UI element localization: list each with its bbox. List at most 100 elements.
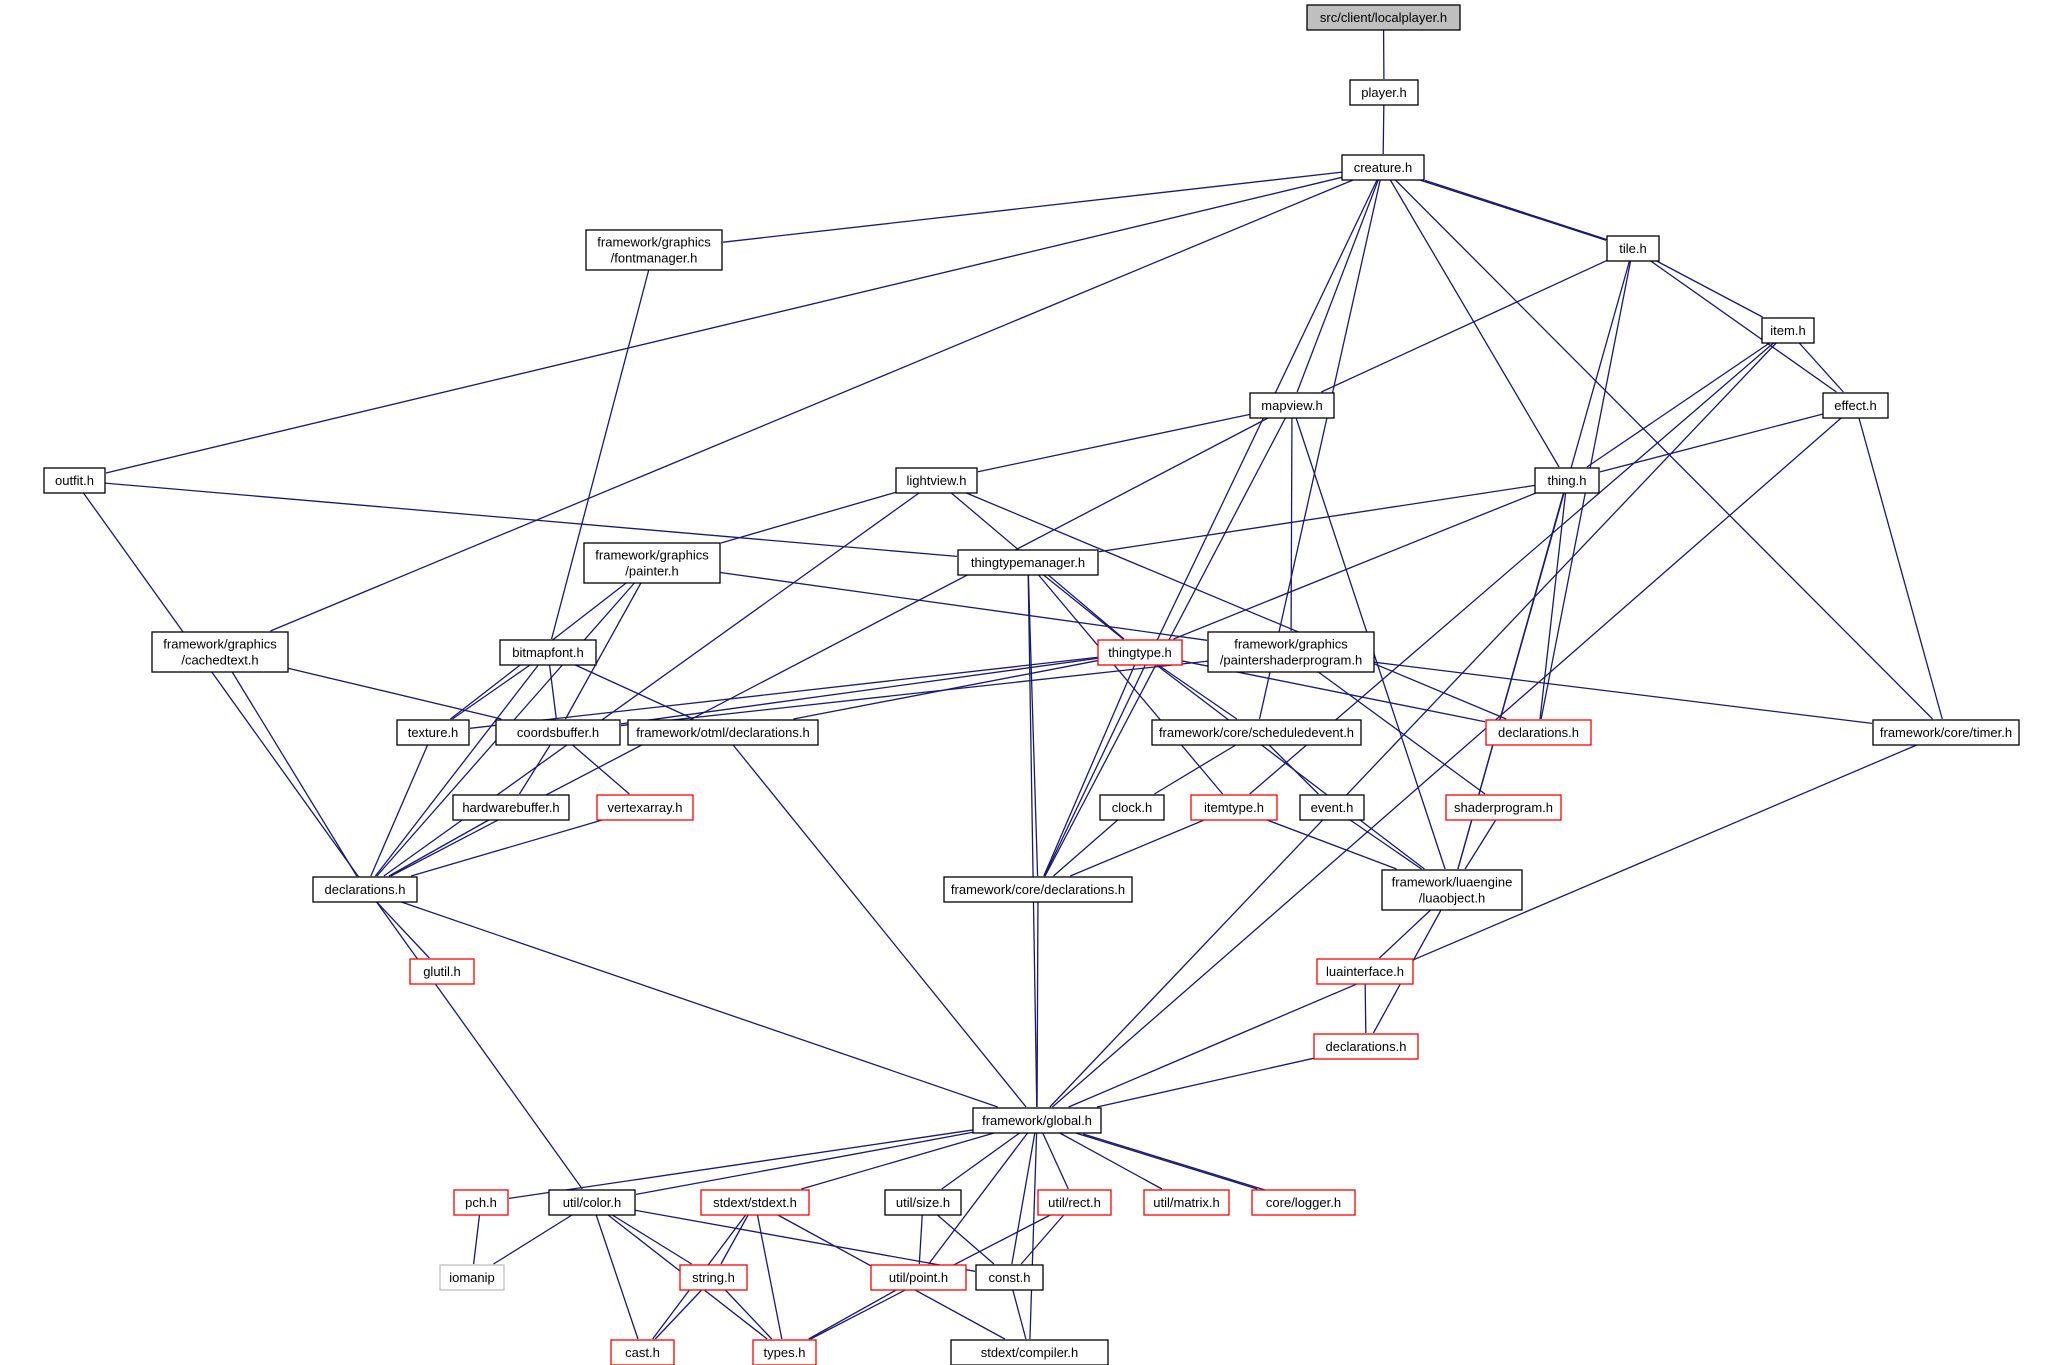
edge-color-to-string [611,1214,692,1265]
node-thing[interactable]: thing.h [1534,467,1600,494]
node-event[interactable]: event.h [1299,794,1365,821]
node-item[interactable]: item.h [1761,317,1815,344]
node-timer[interactable]: framework/core/timer.h [1872,719,2020,746]
node-box-bitmapfont [499,639,597,666]
node-coordsbuffer[interactable]: coordsbuffer.h [495,719,621,746]
edge-thingtypemanager-to-coredecl [1027,574,1039,877]
edge-pch-to-iomanip [472,1214,481,1265]
node-cast[interactable]: cast.h [610,1339,675,1365]
node-lightview[interactable]: lightview.h [895,467,978,494]
node-iomanip[interactable]: iomanip [439,1264,505,1291]
node-luaobject[interactable]: framework/luaengine/luaobject.h [1381,869,1523,911]
node-tile[interactable]: tile.h [1606,235,1660,262]
node-glutil[interactable]: glutil.h [409,958,475,985]
node-box-color [548,1189,636,1216]
node-itemtype[interactable]: itemtype.h [1190,794,1278,821]
edge-tile-to-item [1656,260,1763,318]
edge-coordsbuffer-to-vertexarray [572,744,630,795]
node-logger[interactable]: core/logger.h [1251,1189,1356,1216]
edge-item-to-itemtype [1249,342,1774,795]
node-box-hardwarebuffer [452,794,570,821]
node-effect[interactable]: effect.h [1822,392,1889,419]
edge-point-to-types [808,1289,897,1340]
edge-outfit-to-color [82,492,583,1190]
edge-thingtypemanager-to-thingtype [1043,574,1124,640]
node-fontmanager[interactable]: framework/graphics/fontmanager.h [585,229,723,271]
node-creature[interactable]: creature.h [1341,154,1425,181]
node-thingtypemanager[interactable]: thingtypemanager.h [957,549,1099,576]
node-point[interactable]: util/point.h [870,1264,967,1291]
node-label-mapview: mapview.h [1261,398,1322,413]
node-matrix[interactable]: util/matrix.h [1143,1189,1230,1216]
node-painter[interactable]: framework/graphics/painter.h [583,542,721,584]
node-box-fontmanager [585,229,723,271]
node-label-global: framework/global.h [982,1113,1092,1128]
node-bitmapfont[interactable]: bitmapfont.h [499,639,597,666]
node-paintershader[interactable]: framework/graphics/paintershaderprogram.… [1207,631,1375,673]
node-label-cachedtext: /cachedtext.h [181,653,258,668]
node-size[interactable]: util/size.h [884,1189,962,1216]
node-outfit[interactable]: outfit.h [43,467,106,494]
edge-scheduledevent-to-clock [1154,744,1237,795]
node-label-timer: framework/core/timer.h [1880,725,2012,740]
node-thingtype[interactable]: thingtype.h [1097,639,1183,666]
node-color[interactable]: util/color.h [548,1189,636,1216]
node-label-luaobject: /luaobject.h [1419,891,1486,906]
node-stdext[interactable]: stdext/stdext.h [700,1189,810,1216]
edge-effect-to-global [1052,417,1842,1108]
node-coredecl[interactable]: framework/core/declarations.h [943,876,1133,903]
node-box-clock [1099,794,1165,821]
edge-timer-to-global [1068,744,1917,1108]
node-label-itemtype: itemtype.h [1204,800,1264,815]
edge-scheduledevent-to-event [1268,744,1319,795]
node-label-compiler: stdext/compiler.h [981,1345,1079,1360]
node-otmldecl[interactable]: framework/otml/declarations.h [627,719,819,746]
node-label-types: types.h [764,1345,806,1360]
node-box-const [975,1264,1044,1291]
node-luainterface[interactable]: luainterface.h [1316,958,1414,985]
node-compiler[interactable]: stdext/compiler.h [950,1339,1109,1365]
node-rect[interactable]: util/rect.h [1037,1189,1112,1216]
node-pch[interactable]: pch.h [453,1189,509,1216]
node-hardwarebuffer[interactable]: hardwarebuffer.h [452,794,570,821]
node-luadecl[interactable]: declarations.h [1313,1033,1419,1060]
edge-global-to-rect [1042,1132,1069,1190]
node-box-coordsbuffer [495,719,621,746]
edge-global-to-size [941,1132,1021,1190]
node-label-thingtype: thingtype.h [1108,645,1172,660]
node-mapview[interactable]: mapview.h [1249,392,1335,419]
edge-paintershader-to-coordsbuffer [620,660,1209,727]
node-types[interactable]: types.h [752,1339,817,1365]
node-box-logger [1251,1189,1356,1216]
node-label-coredecl: framework/core/declarations.h [951,882,1125,897]
node-const[interactable]: const.h [975,1264,1044,1291]
edge-global-to-logger [1075,1132,1258,1190]
node-string[interactable]: string.h [679,1264,748,1291]
node-clientdecl[interactable]: declarations.h [1485,719,1592,746]
node-shaderprogram[interactable]: shaderprogram.h [1445,794,1562,821]
node-global[interactable]: framework/global.h [972,1107,1102,1134]
edge-paintershader-to-timer [1373,661,1873,725]
node-vertexarray[interactable]: vertexarray.h [596,794,694,821]
node-label-texture: texture.h [408,725,459,740]
edge-graphicsdecl-to-glutil [376,901,430,959]
node-localplayer[interactable]: src/client/localplayer.h [1306,4,1461,31]
node-scheduledevent[interactable]: framework/core/scheduledevent.h [1151,719,1362,746]
node-box-item [1761,317,1815,344]
node-texture[interactable]: texture.h [396,719,470,746]
node-player[interactable]: player.h [1349,79,1419,106]
edge-item-to-thing [1586,342,1770,468]
edge-luaobject-to-luainterface [1378,909,1432,959]
edge-thing-to-thingtype [1173,492,1537,640]
node-label-lightview: lightview.h [907,473,967,488]
node-label-size: util/size.h [896,1195,950,1210]
node-clock[interactable]: clock.h [1099,794,1165,821]
edge-outfit-to-thingtypemanager [104,482,958,558]
edge-global-to-compiler [1029,1132,1038,1340]
node-box-point [870,1264,967,1291]
node-graphicsdecl[interactable]: declarations.h [312,876,418,903]
node-cachedtext[interactable]: framework/graphics/cachedtext.h [151,631,289,673]
node-label-point: util/point.h [889,1270,948,1285]
node-label-bitmapfont: bitmapfont.h [512,645,584,660]
edge-creature-to-cachedtext [270,179,1354,632]
